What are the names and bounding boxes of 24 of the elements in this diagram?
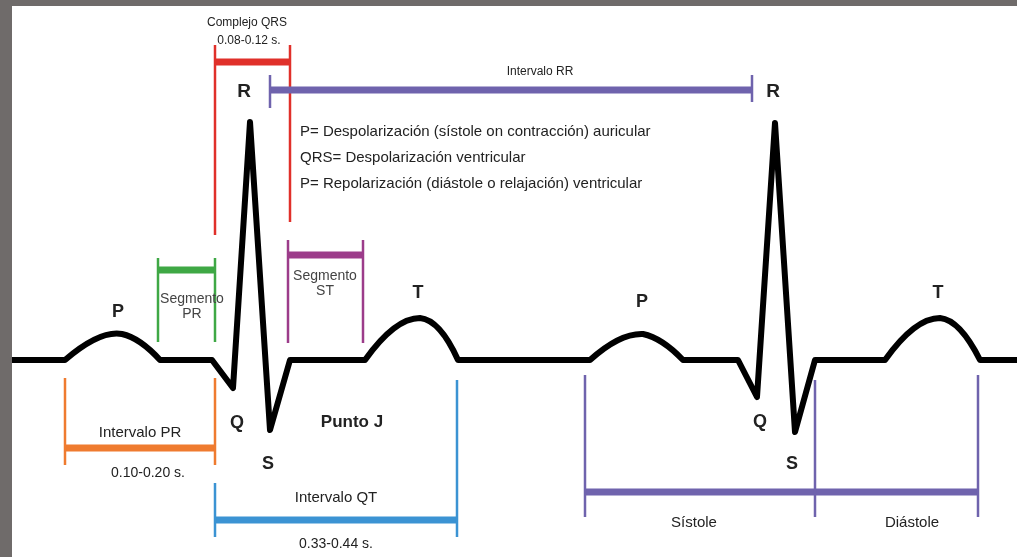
segment-label: Segmento ST (292, 268, 358, 298)
phase-label: Sístole (671, 514, 717, 530)
wave-label: Q (753, 411, 767, 431)
definition-note: P= Despolarización (sístole on contracción) auricular (300, 123, 651, 139)
definition-note: P= Repolarización (diástole o relajación) ventricular (300, 175, 643, 191)
interval-label: Intervalo RR (506, 64, 574, 78)
phase-label: Diástole (884, 514, 940, 530)
interval-label: Intervalo QT (294, 489, 378, 505)
wave-label: T (932, 282, 944, 302)
interval-label: Intervalo PR (98, 424, 182, 440)
wave-label: S (262, 453, 274, 473)
wave-label: Q (230, 412, 244, 432)
duration-label: 0.33-0.44 s. (299, 535, 373, 551)
wave-label: P (636, 291, 648, 311)
wave-label: R (766, 81, 780, 101)
wave-label: P (112, 301, 124, 321)
point-label: Punto J (320, 413, 384, 431)
duration-label: 0.08-0.12 s. (217, 33, 281, 47)
wave-label: T (412, 282, 424, 302)
wave-label: S (786, 453, 798, 473)
duration-label: 0.10-0.20 s. (111, 464, 185, 480)
wave-label: R (237, 81, 251, 101)
interval-label: Complejo QRS (207, 15, 287, 29)
definition-note: QRS= Despolarización ventricular (300, 149, 526, 165)
